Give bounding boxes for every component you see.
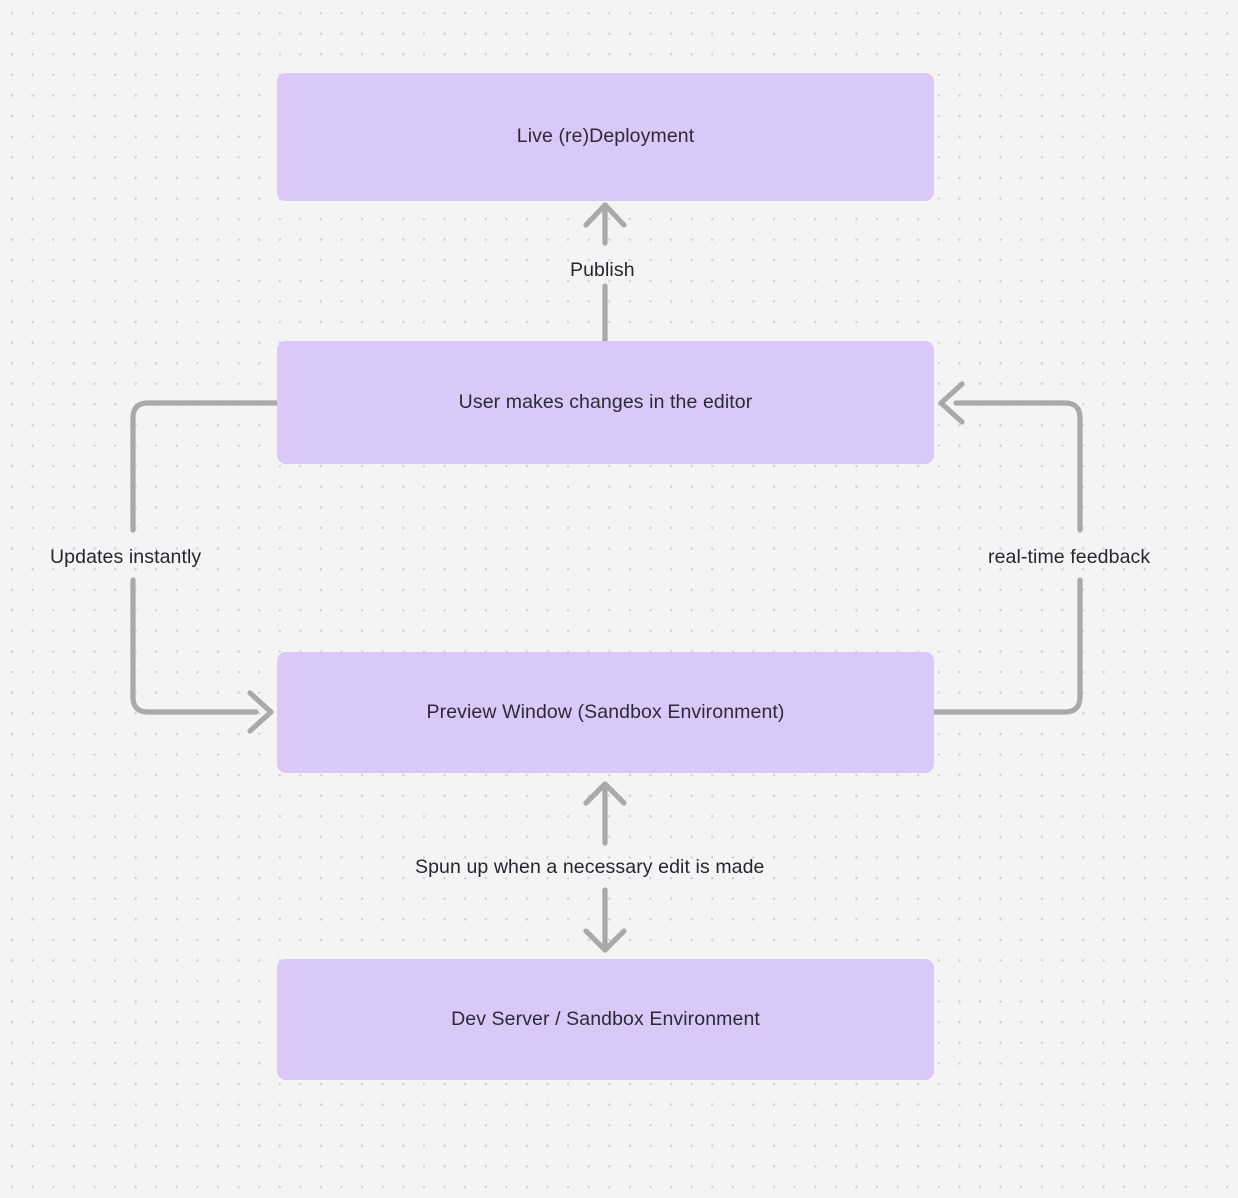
node-dev-server-label: Dev Server / Sandbox Environment bbox=[451, 1007, 760, 1030]
edge-label-spun-up: Spun up when a necessary edit is made bbox=[415, 856, 765, 878]
edge-spunup-down-arrowhead-icon bbox=[583, 928, 627, 953]
node-preview-window-label: Preview Window (Sandbox Environment) bbox=[426, 700, 785, 723]
node-live-redeployment-label: Live (re)Deployment bbox=[516, 125, 695, 148]
edge-publish-arrowhead-icon bbox=[583, 202, 627, 228]
edge-updates-arrowhead-icon bbox=[247, 690, 274, 734]
edge-updates-lower-segment bbox=[130, 577, 259, 715]
edge-realtime-upper-segment bbox=[953, 400, 1083, 533]
edge-label-realtime-feedback: real-time feedback bbox=[988, 546, 1151, 568]
node-preview-window[interactable]: Preview Window (Sandbox Environment) bbox=[277, 652, 934, 773]
edge-updates-upper-segment bbox=[130, 400, 280, 533]
node-dev-server[interactable]: Dev Server / Sandbox Environment bbox=[277, 959, 934, 1080]
node-live-redeployment[interactable]: Live (re)Deployment bbox=[277, 73, 934, 201]
edge-realtime-arrowhead-icon bbox=[938, 381, 965, 425]
edge-realtime-lower-segment bbox=[931, 577, 1083, 715]
edge-spunup-up-arrowhead-icon bbox=[583, 781, 627, 806]
node-user-makes-changes[interactable]: User makes changes in the editor bbox=[277, 341, 934, 464]
edge-label-publish: Publish bbox=[570, 259, 635, 281]
edge-label-updates-instantly: Updates instantly bbox=[50, 546, 202, 568]
node-user-makes-changes-label: User makes changes in the editor bbox=[458, 390, 753, 413]
